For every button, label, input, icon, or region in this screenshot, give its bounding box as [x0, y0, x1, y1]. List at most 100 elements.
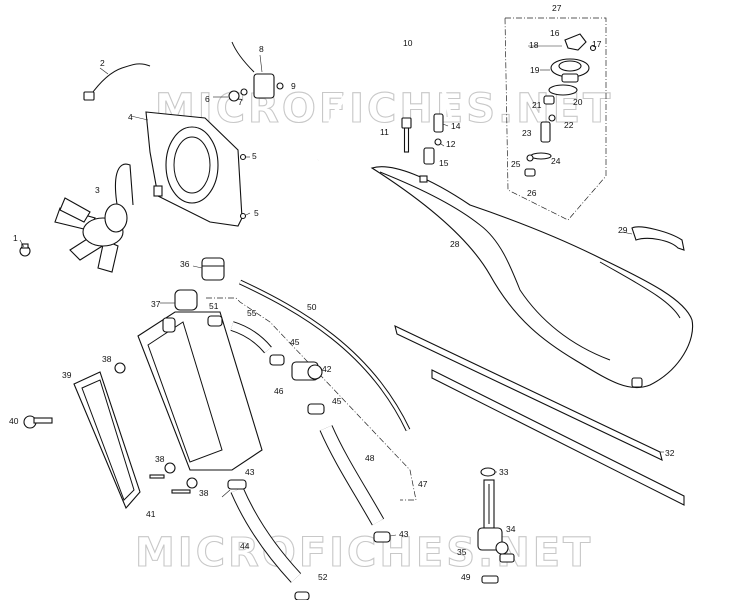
callout-18: 18 — [529, 40, 539, 50]
thermostat-housing-42 — [291, 361, 323, 381]
oring-25 — [526, 154, 534, 162]
lower-hose-44 — [230, 487, 302, 583]
callout-25: 25 — [511, 159, 521, 169]
washer-24 — [530, 152, 552, 160]
valve-23 — [540, 121, 551, 143]
callout-12: 12 — [446, 139, 456, 149]
radiator — [137, 289, 263, 471]
callout-45b: 45 — [332, 396, 342, 406]
tank-bracket — [631, 226, 685, 251]
assembly-group-47 — [206, 297, 417, 501]
callout-labels: 1 2 3 4 5 5 6 7 8 9 10 11 12 14 15 16 17… — [9, 3, 675, 582]
screw-17 — [589, 44, 597, 52]
nut-38b — [164, 462, 176, 474]
callout-15: 15 — [439, 158, 449, 168]
nut-38c — [186, 477, 198, 489]
callout-38a: 38 — [102, 354, 112, 364]
clamp-43a — [227, 479, 247, 490]
callout-38c: 38 — [199, 488, 209, 498]
callout-42: 42 — [322, 364, 332, 374]
callout-35: 35 — [457, 547, 467, 557]
nut-6 — [228, 90, 240, 102]
radiator-cap — [201, 257, 225, 281]
callout-17: 17 — [592, 39, 602, 49]
radiator-grille — [73, 371, 141, 510]
callout-11: 11 — [380, 127, 389, 137]
callout-6: 6 — [205, 94, 210, 104]
callout-24: 24 — [551, 156, 561, 166]
fuel-tank — [370, 166, 694, 389]
callout-51: 51 — [209, 301, 219, 311]
callout-22: 22 — [564, 120, 574, 130]
callout-32: 32 — [665, 448, 675, 458]
callout-3: 3 — [95, 185, 100, 195]
cooling-fan — [54, 163, 134, 273]
watermark-bottom: MICROFICHES.NET — [135, 530, 593, 576]
callout-27: 27 — [552, 3, 562, 13]
clamp-45a — [269, 354, 285, 366]
clip-49 — [481, 575, 499, 584]
callout-9: 9 — [291, 81, 296, 91]
callout-44: 44 — [240, 541, 250, 551]
callout-45a: 45 — [290, 337, 300, 347]
callout-49: 49 — [461, 572, 471, 582]
callout-4: 4 — [128, 112, 133, 122]
clamp-52 — [294, 591, 310, 600]
callout-10: 10 — [403, 38, 413, 48]
callout-43a: 43 — [245, 467, 255, 477]
callout-43b: 43 — [399, 529, 409, 539]
callout-20: 20 — [573, 97, 583, 107]
fuel-cap-19 — [550, 58, 590, 83]
ring-12 — [434, 138, 442, 146]
callout-36: 36 — [180, 259, 190, 269]
callout-7: 7 — [238, 97, 243, 107]
screw-9 — [276, 82, 284, 90]
callout-39: 39 — [62, 370, 72, 380]
callout-1: 1 — [13, 233, 18, 243]
nut-38a — [114, 362, 126, 374]
callout-38b: 38 — [155, 454, 165, 464]
hose-55 — [230, 321, 272, 354]
callout-14: 14 — [451, 121, 461, 131]
hose-10 — [316, 57, 452, 161]
callout-5a: 5 — [252, 151, 257, 161]
callout-26: 26 — [527, 188, 537, 198]
clamp-43b — [373, 531, 391, 543]
rubber-strip-upper — [394, 325, 663, 461]
callout-34: 34 — [506, 524, 516, 534]
screw-1 — [19, 243, 31, 257]
fan-switch-8 — [231, 41, 275, 99]
sleeve-15 — [423, 147, 435, 165]
callout-28: 28 — [450, 239, 460, 249]
rubber-strip-lower — [431, 369, 685, 506]
spring-21 — [543, 95, 555, 105]
callout-47: 47 — [418, 479, 428, 489]
bolt-40 — [23, 415, 53, 429]
callout-55: 55 — [247, 308, 257, 318]
callout-23: 23 — [522, 128, 532, 138]
screw-41 — [149, 474, 191, 494]
callout-16: 16 — [550, 28, 560, 38]
fuel-tap-34 — [477, 479, 515, 563]
callout-19: 19 — [530, 65, 540, 75]
callout-5b: 5 — [254, 208, 259, 218]
clip-22 — [548, 114, 556, 122]
bolt-11 — [401, 117, 412, 153]
callout-37: 37 — [151, 299, 161, 309]
gasket-20 — [548, 84, 578, 96]
callout-29: 29 — [618, 225, 628, 235]
plug-26 — [524, 168, 536, 177]
callout-2: 2 — [100, 58, 105, 68]
wiring-harness-2 — [83, 63, 151, 101]
oring-33 — [480, 467, 496, 477]
callout-52: 52 — [318, 572, 328, 582]
callout-50: 50 — [307, 302, 317, 312]
fan-shroud — [145, 111, 243, 227]
clamp-45b — [307, 403, 325, 415]
callout-33: 33 — [499, 467, 509, 477]
callout-41: 41 — [146, 509, 156, 519]
cap-lock-16 — [564, 33, 587, 51]
callout-21: 21 — [532, 100, 542, 110]
fuel-cap-assembly-box — [504, 17, 607, 221]
